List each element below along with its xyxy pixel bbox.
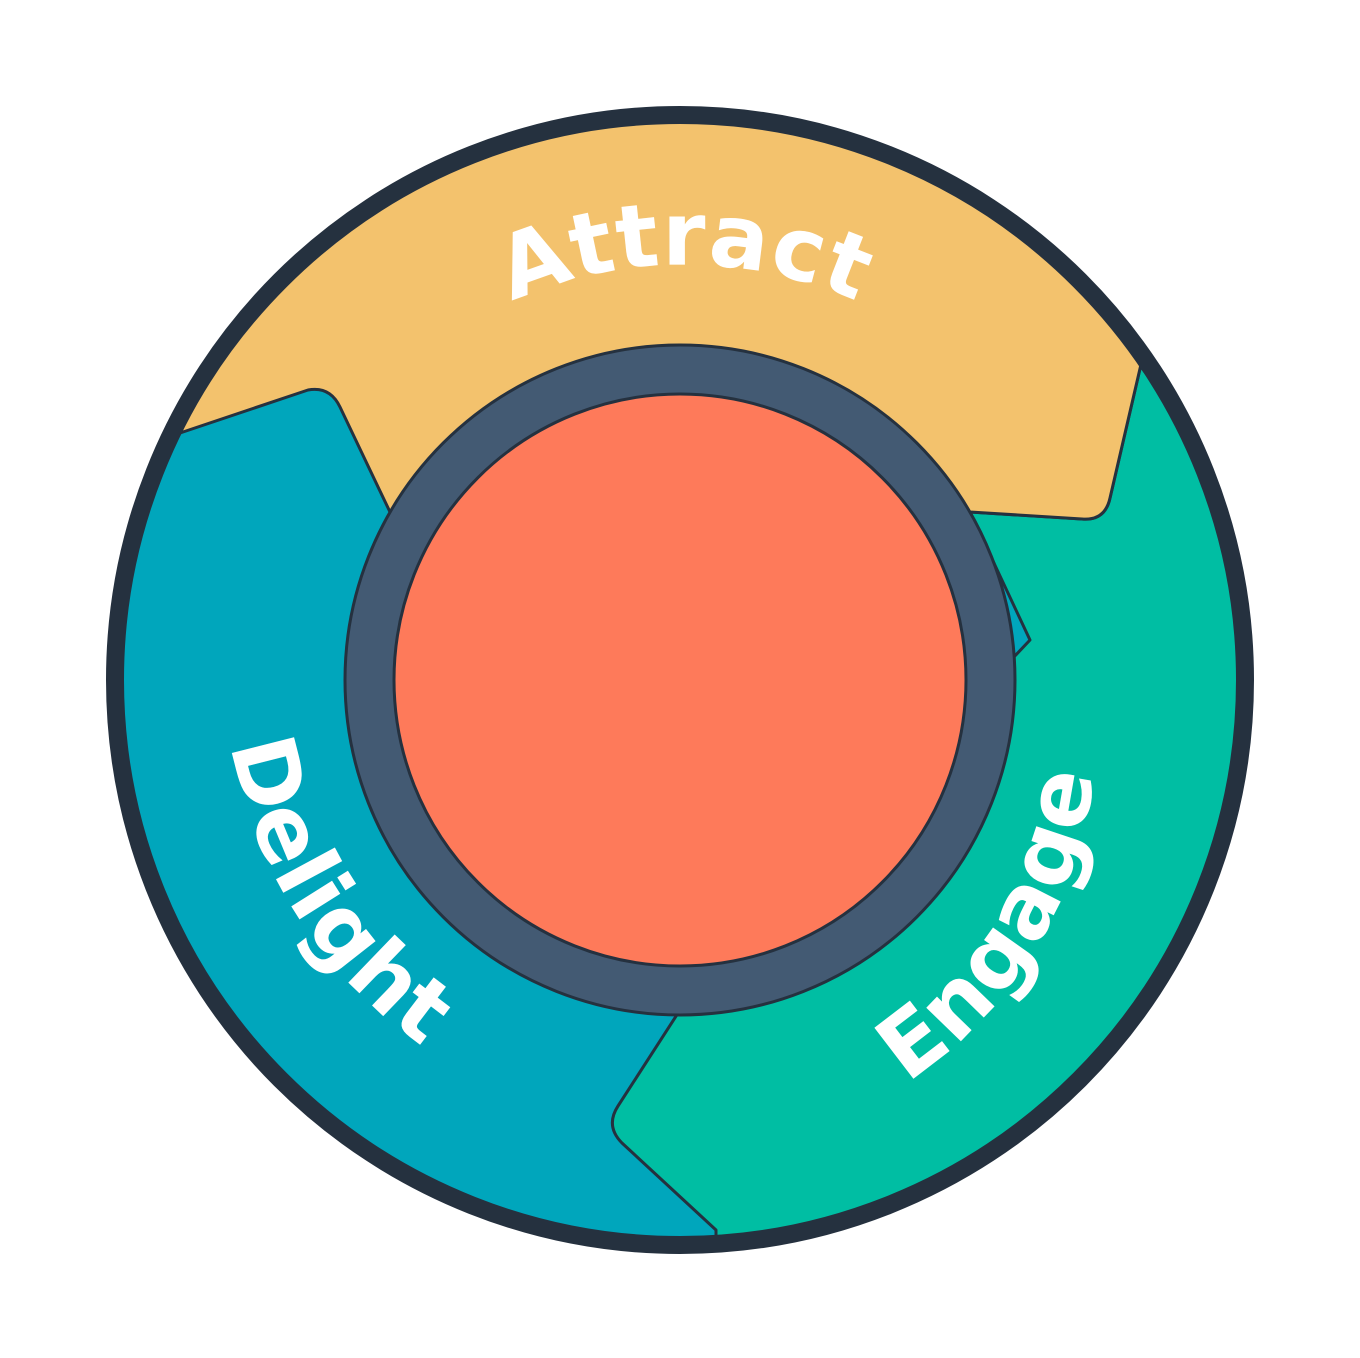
- outer-border: [106, 106, 1254, 1254]
- center-circle[interactable]: [392, 392, 968, 968]
